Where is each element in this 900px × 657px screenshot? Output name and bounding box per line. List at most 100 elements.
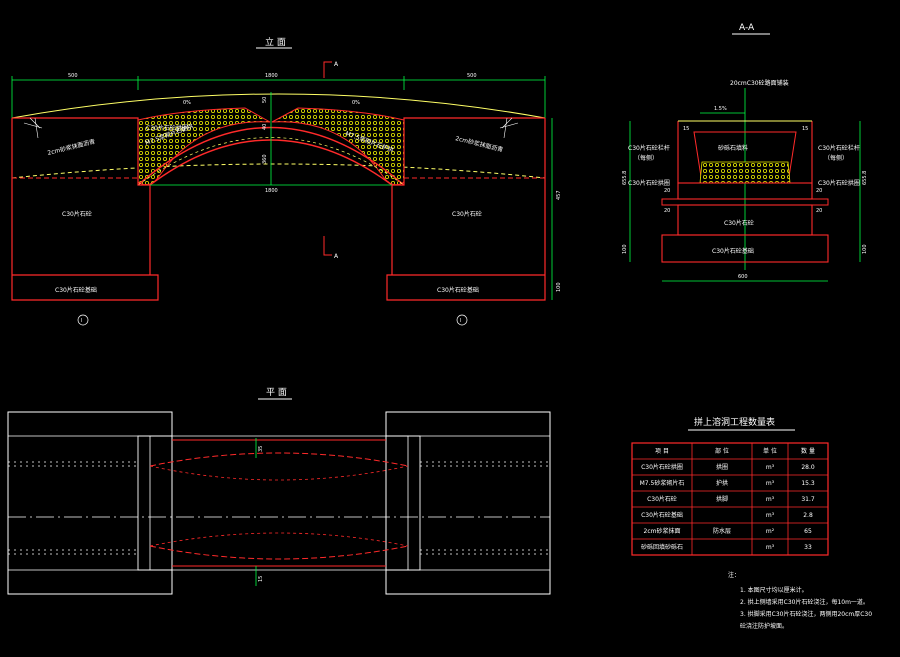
table-cell: 拱圈 bbox=[716, 463, 728, 471]
section-label-left-wall-sub: （每侧） bbox=[634, 154, 658, 162]
abutment-right-outline bbox=[386, 118, 546, 301]
table-cell: 31.7 bbox=[801, 496, 815, 503]
section-mark-bottom-label: A bbox=[334, 253, 339, 260]
dim-span: 1800 bbox=[265, 188, 278, 194]
label-abut-left: C30片石砼 bbox=[62, 210, 92, 218]
table-cell: 拱脚 bbox=[716, 495, 728, 503]
fill-left bbox=[137, 107, 271, 186]
arch-extrados bbox=[137, 126, 405, 186]
section-height-left: 655.8 bbox=[622, 171, 628, 185]
label-abut-right: C30片石砼 bbox=[452, 210, 482, 218]
dim-left-500: 500 bbox=[68, 73, 78, 79]
label-footing-right: C30片石砼基础 bbox=[437, 286, 479, 294]
abutment-left-outline bbox=[11, 118, 159, 301]
dim-arch-thick: 40 bbox=[262, 124, 268, 130]
table-title: 拼上溶洞工程数量表 bbox=[694, 416, 775, 428]
section-label-fill: 砂砾石填料 bbox=[718, 144, 748, 152]
label-deck-left: 2cm砂浆抹面沥青 bbox=[47, 137, 96, 157]
table-cell: 护拱 bbox=[716, 479, 728, 487]
table-cell: 33 bbox=[804, 544, 812, 551]
slope-left: 0% bbox=[183, 100, 191, 106]
arch-intrados bbox=[149, 139, 393, 186]
section-title: A-A bbox=[739, 23, 755, 33]
note-line: 1. 本图尺寸均以厘米计。 bbox=[740, 586, 808, 594]
dim-right-100: 100 bbox=[556, 282, 562, 292]
dim-rise: 360 bbox=[262, 154, 268, 164]
table-frame bbox=[631, 442, 829, 556]
section-height-right: 655.8 bbox=[862, 171, 868, 185]
table-cell: m³ bbox=[766, 464, 775, 471]
note-line: 2. 拱上侧墙采用C30片石砼浇注，每10m一道。 bbox=[740, 598, 869, 606]
slope-right: 0% bbox=[352, 100, 360, 106]
section-label-left-arch: C30片石砼拱圈 bbox=[628, 179, 670, 187]
elevation-title: 立 面 bbox=[265, 36, 286, 48]
section-base-left: 100 bbox=[622, 244, 628, 254]
table-cell: 2.8 bbox=[803, 512, 813, 519]
section-mark-top-label: A bbox=[334, 61, 339, 68]
plan-left-outer bbox=[7, 411, 173, 595]
notes-title: 注： bbox=[728, 571, 740, 579]
section-label-right-wall-sub: （每侧） bbox=[824, 154, 848, 162]
plan-dim-top: 35 bbox=[258, 446, 264, 452]
mark-circle-left bbox=[77, 314, 89, 326]
plan-right-outer bbox=[385, 411, 551, 595]
elevation-view: 立 面 A A 500 1800 500 0% 0% bbox=[11, 36, 562, 326]
note-line: 3. 拱脚采用C30片石砼浇注，两侧用20cm厚C30 bbox=[740, 610, 872, 618]
table-cell: m³ bbox=[766, 480, 775, 487]
table-header-cell: 单 位 bbox=[763, 447, 777, 455]
plan-view: 平 面 35 15 bbox=[7, 387, 551, 595]
mark-right: Ⅰ bbox=[460, 318, 461, 324]
note-line: 砼浇注防护坡面。 bbox=[740, 622, 788, 630]
arch-centerline bbox=[137, 137, 405, 186]
section-label-footing: C30片石砼基础 bbox=[712, 247, 754, 255]
notes: 注： 1. 本图尺寸均以厘米计。 2. 拱上侧墙采用C30片石砼浇注，每10m一… bbox=[728, 571, 872, 630]
section-dim-right20: 20 bbox=[816, 188, 822, 194]
table-header-cell: 部 位 bbox=[715, 447, 729, 455]
mark-left: Ⅰ bbox=[81, 318, 82, 324]
table-cell: M7.5砂浆砌片石 bbox=[640, 479, 685, 487]
label-footing-left: C30片石砼基础 bbox=[55, 286, 97, 294]
label-crown: C30片石砼拱圈 bbox=[146, 124, 188, 132]
section-mark-bottom bbox=[323, 236, 332, 256]
table-cell: C30片石砼拱圈 bbox=[641, 463, 683, 471]
section-dim-right20b: 20 bbox=[816, 208, 822, 214]
section-dim-left20b: 20 bbox=[664, 208, 670, 214]
mark-circle-right bbox=[456, 314, 468, 326]
section-slope: 1.5% bbox=[714, 106, 727, 112]
road-surface bbox=[11, 93, 546, 119]
table-cell: m² bbox=[766, 528, 775, 535]
table-cell: m³ bbox=[766, 544, 775, 551]
section-label-left-wall: C30片石砼栏杆 bbox=[628, 144, 670, 152]
table-cell: 15.3 bbox=[801, 480, 815, 487]
section-width: 600 bbox=[738, 274, 748, 280]
section-label-right-wall: C30片石砼栏杆 bbox=[818, 144, 860, 152]
table-cell: 28.0 bbox=[801, 464, 815, 471]
section-view: A-A 20cmC30砼路面铺装 1.5% 655.8 655.8 100 10… bbox=[622, 23, 868, 282]
dim-crown: 50 bbox=[262, 97, 268, 103]
table-cell: 砂砾回填砂砾石 bbox=[641, 543, 683, 551]
table-cell: C30片石砼基础 bbox=[641, 511, 683, 519]
table-cell: 2cm砂浆抹面 bbox=[644, 527, 681, 535]
dim-span-1800: 1800 bbox=[265, 73, 278, 79]
table-header-cell: 数 量 bbox=[801, 447, 815, 455]
table-cell: m³ bbox=[766, 512, 775, 519]
table-cell: 防水层 bbox=[713, 527, 731, 535]
abutment-left bbox=[12, 117, 151, 275]
section-dim-left20: 20 bbox=[664, 188, 670, 194]
section-dim-right15: 15 bbox=[802, 126, 808, 132]
section-footing bbox=[661, 234, 829, 263]
table-cell: C30片石砼 bbox=[647, 495, 677, 503]
section-dim-left15: 15 bbox=[683, 126, 689, 132]
section-base-right: 100 bbox=[862, 244, 868, 254]
section-fill bbox=[699, 161, 791, 184]
table-cell: m³ bbox=[766, 496, 775, 503]
section-label-right-arch: C30片石砼拱圈 bbox=[818, 179, 860, 187]
dim-right-500: 500 bbox=[467, 73, 477, 79]
section-label-abut: C30片石砼 bbox=[724, 219, 754, 227]
deck-dashed-line bbox=[11, 163, 546, 179]
plan-dim-bottom: 15 bbox=[258, 576, 264, 582]
label-deck-right: 2cm砂浆抹面沥青 bbox=[455, 134, 504, 154]
abutment-right bbox=[391, 117, 545, 275]
